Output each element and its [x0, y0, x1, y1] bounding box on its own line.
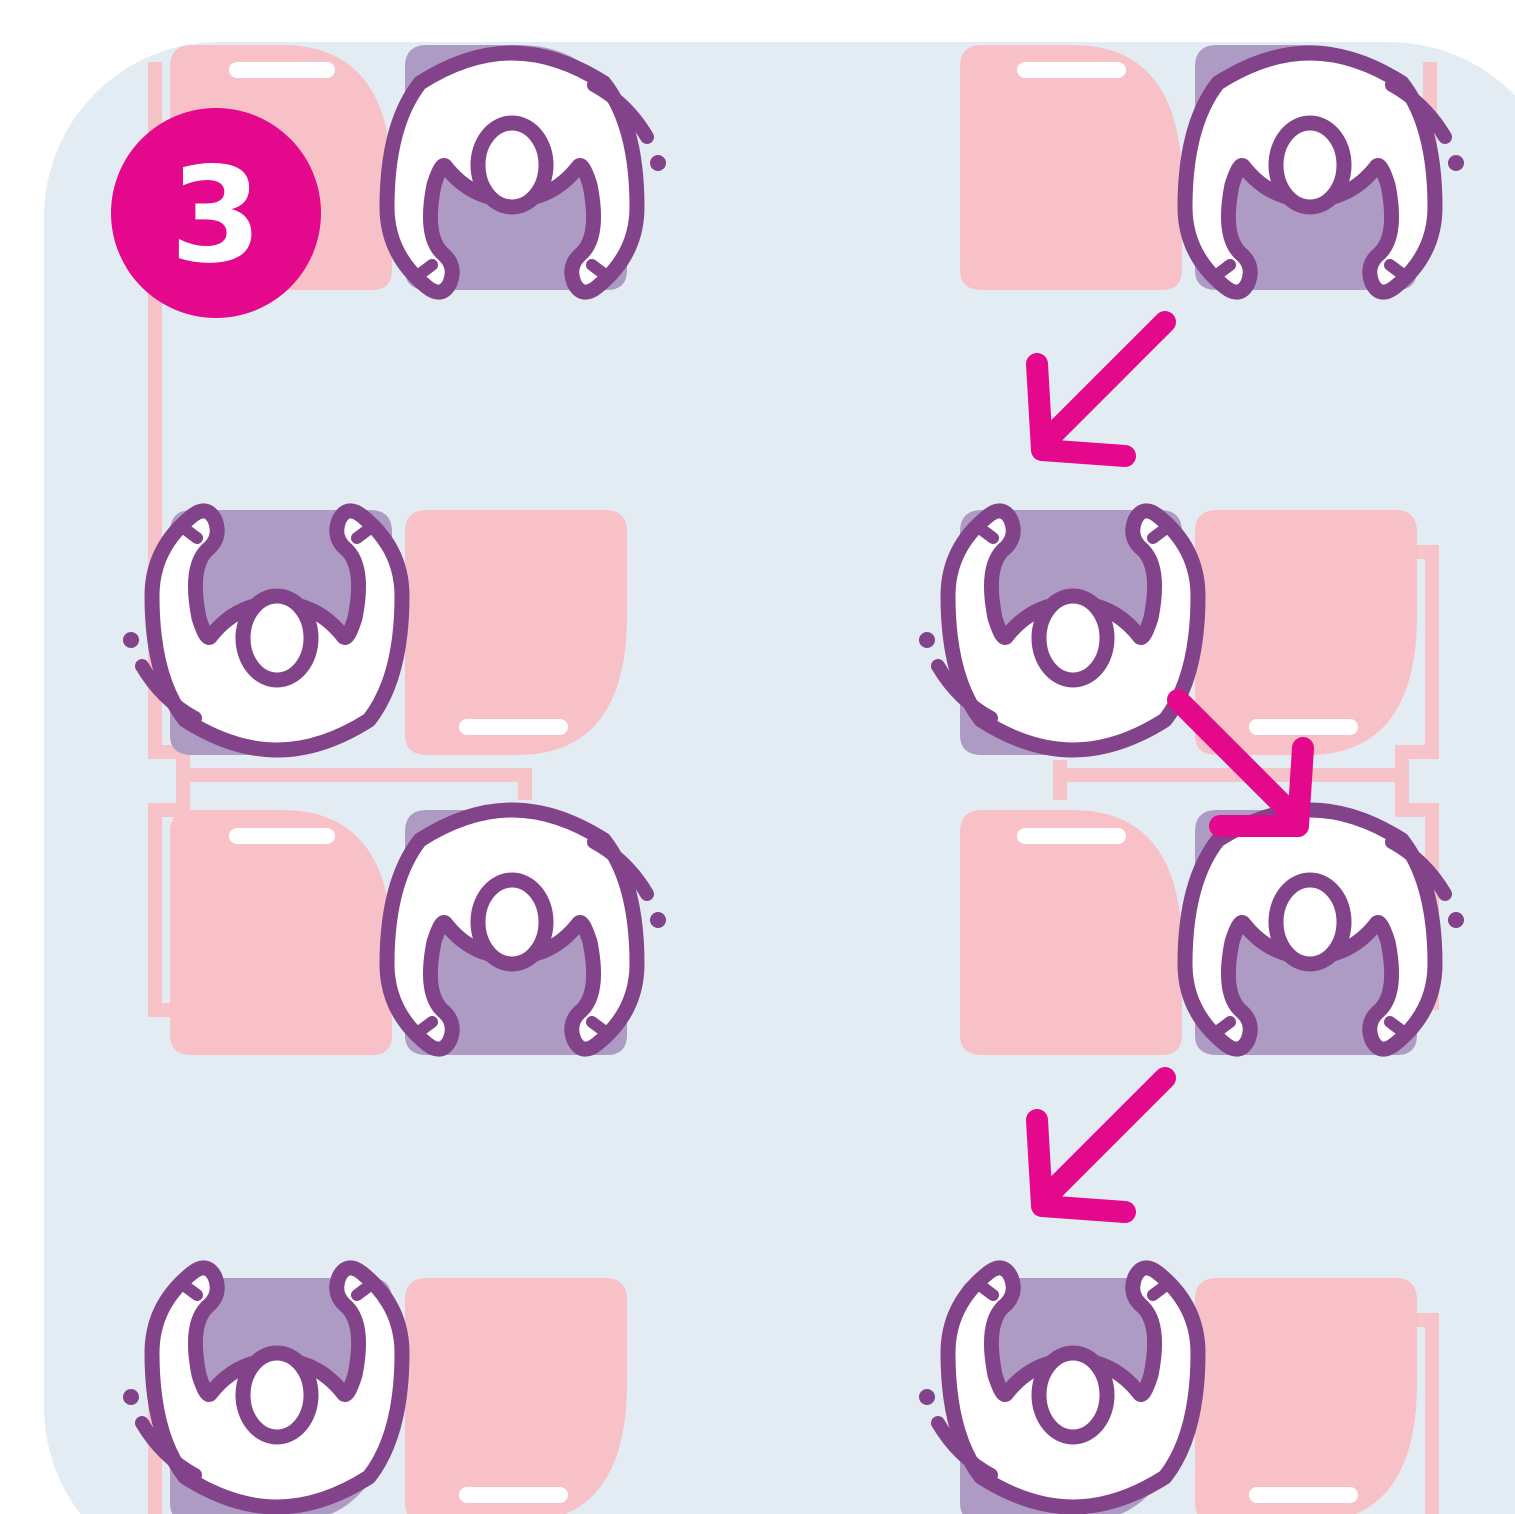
seat-icon: [405, 1278, 627, 1514]
seat-icon: [1195, 510, 1417, 755]
seat-icon: [960, 810, 1182, 1055]
step-badge: 3: [111, 108, 321, 318]
seat-icon: [960, 45, 1182, 290]
step-number: 3: [170, 139, 262, 293]
seat-icon: [1195, 1278, 1417, 1514]
seat-icon: [170, 810, 392, 1055]
seat-icon: [405, 510, 627, 755]
